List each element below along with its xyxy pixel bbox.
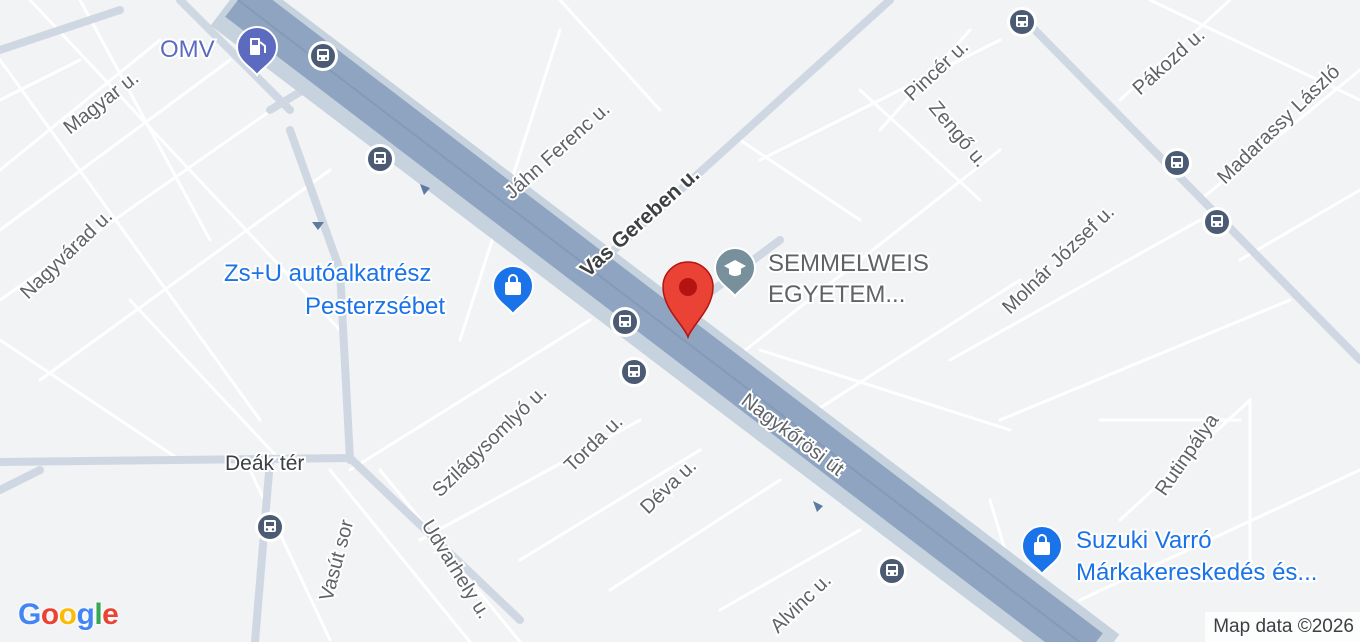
bus-stop-icon[interactable] xyxy=(1007,7,1037,37)
graduation-cap-icon xyxy=(713,247,757,298)
poi-semmelweis-label-1: SEMMELWEIS xyxy=(768,250,929,277)
map-attribution[interactable]: Map data ©2026 xyxy=(1205,612,1360,642)
street-label-madarassy: Madarassy László xyxy=(1213,61,1344,189)
poi-suzuki-label-1: Suzuki Varró xyxy=(1076,527,1212,554)
poi-omv-label: OMV xyxy=(160,36,215,63)
street-label-pakozd: Pákozd u. xyxy=(1129,24,1210,100)
street-label-zengo: Zengő u. xyxy=(924,97,992,172)
bus-stop-icon[interactable] xyxy=(619,357,649,387)
poi-omv[interactable]: OMV xyxy=(158,26,279,77)
street-label-molnar-jozsef: Molnár József u. xyxy=(998,201,1119,319)
place-label-deak-ter: Deák tér xyxy=(225,452,304,475)
bus-stop-icon[interactable] xyxy=(877,556,907,586)
poi-zsu[interactable]: Zs+U autóalkatrész Pesterzsébet xyxy=(222,258,535,322)
direction-arrows xyxy=(312,184,823,512)
bus-stop-icon[interactable] xyxy=(365,144,395,174)
street-label-torda: Torda u. xyxy=(560,411,627,477)
poi-semmelweis[interactable]: SEMMELWEIS EGYETEM... xyxy=(713,247,931,310)
bus-stops xyxy=(255,7,1232,586)
shopping-bag-icon xyxy=(491,265,535,316)
street-label-vasut-sor: Vasút sor xyxy=(316,517,359,603)
poi-suzuki-label-2: Márkakereskedés és... xyxy=(1076,559,1317,586)
main-road-nagykorosi xyxy=(210,0,1120,642)
street-label-rutinpalya: Rutinpálya xyxy=(1151,409,1224,500)
street-label-szilagysomlyo: Szilágysomlyó u. xyxy=(428,382,551,502)
bus-stop-icon[interactable] xyxy=(610,307,640,337)
street-label-alvinc: Alvinc u. xyxy=(766,569,836,637)
poi-zsu-label-1: Zs+U autóalkatrész xyxy=(224,260,431,287)
google-logo: Google xyxy=(18,598,119,631)
bus-stop-icon[interactable] xyxy=(1162,148,1192,178)
street-label-udvarhely: Udvarhely u. xyxy=(417,516,495,623)
poi-suzuki[interactable]: Suzuki Varró Márkakereskedés és... xyxy=(1020,525,1319,588)
gas-station-icon xyxy=(235,26,279,77)
shopping-bag-icon xyxy=(1020,525,1064,576)
street-label-jahn-ferenc: Jáhn Ferenc u. xyxy=(501,98,615,204)
street-label-pincer: Pincér u. xyxy=(900,36,973,106)
poi-semmelweis-label-2: EGYETEM... xyxy=(768,281,905,308)
street-label-nagyvarad: Nagyvárad u. xyxy=(16,205,117,303)
bus-stop-icon[interactable] xyxy=(255,512,285,542)
bus-stop-icon[interactable] xyxy=(308,41,338,71)
location-pin-icon[interactable] xyxy=(662,261,714,340)
bus-stop-icon[interactable] xyxy=(1202,207,1232,237)
street-label-deva: Déva u. xyxy=(636,455,701,519)
poi-zsu-label-2: Pesterzsébet xyxy=(305,293,445,320)
